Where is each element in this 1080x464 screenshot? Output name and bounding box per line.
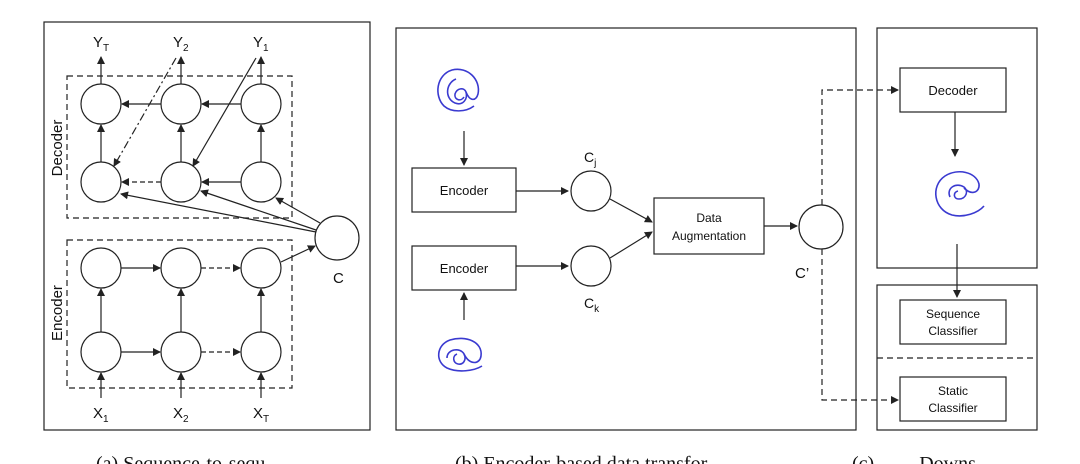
cj-label: Cj: [584, 149, 596, 169]
context-label: C: [333, 270, 344, 287]
cj-node: [570, 170, 612, 212]
encoder-top-node-3: [240, 247, 282, 289]
edge: [280, 245, 316, 263]
edge: [200, 189, 317, 231]
encoder-bottom-label: Encoder: [440, 261, 489, 276]
encoder-bottom-node-3: [240, 331, 282, 373]
panel-c-top-frame: [876, 27, 1038, 269]
output-label-yt: YT: [93, 34, 109, 54]
decoder-top-node-2: [160, 83, 202, 125]
encoder-bottom-node-2: [160, 331, 202, 373]
panel-b-frame: [395, 27, 857, 431]
decoder-dashed-box: [66, 75, 293, 219]
caption-c: (c) Downs: [852, 453, 976, 464]
encoder-top-label: Encoder: [440, 183, 489, 198]
edge: [275, 197, 321, 224]
decoder-top-node-3: [240, 83, 282, 125]
augmentation-label-line2: Augmentation: [672, 229, 746, 243]
encoder-bottom-box: [411, 245, 517, 291]
sequence-classifier-line2: Classifier: [928, 324, 977, 338]
caption-a: (a) Sequence-to-sequ: [96, 453, 265, 464]
encoder-top-node-2: [160, 247, 202, 289]
input-label-x2: X2: [173, 405, 189, 425]
sequence-classifier-line1: Sequence: [926, 307, 980, 321]
panel-a-frame: [43, 21, 371, 431]
output-label-y2: Y2: [173, 34, 189, 54]
edge: [120, 191, 317, 233]
c-prime-node: [798, 204, 844, 250]
encoder-side-label: Encoder: [49, 285, 66, 341]
encoder-top-node-1: [80, 247, 122, 289]
decoder-bottom-node-1: [80, 161, 122, 203]
sequence-classifier-box: [899, 299, 1007, 345]
encoder-dashed-box: [66, 239, 293, 389]
ck-label: Ck: [584, 295, 600, 315]
decoder-side-label: Decoder: [49, 120, 66, 177]
dashed-link-to-decoder: [821, 86, 899, 205]
decoder-top-node-1: [80, 83, 122, 125]
static-classifier-line2: Classifier: [928, 401, 977, 415]
data-augmentation-box: [653, 197, 765, 255]
encoder-bottom-node-1: [80, 331, 122, 373]
caption-b: (b) Encoder-based data transfor: [455, 453, 708, 464]
input-label-xt: XT: [253, 405, 269, 425]
input-label-x1: X1: [93, 405, 109, 425]
handwritten-at-top-icon: [437, 68, 480, 112]
edge: [609, 198, 653, 223]
decoder-bottom-node-2: [160, 161, 202, 203]
feedback-edge: [113, 57, 177, 167]
dashed-link-to-static-classifier: [821, 249, 899, 404]
c-prime-label: C’: [795, 265, 809, 282]
ck-node: [570, 245, 612, 287]
edge: [609, 231, 653, 259]
augmentation-label-line1: Data: [696, 211, 722, 225]
static-classifier-box: [899, 376, 1007, 422]
context-node-c: [314, 215, 360, 261]
handwritten-at-bottom-icon: [437, 337, 483, 372]
decoder-bottom-node-3: [240, 161, 282, 203]
feedback-edge: [192, 57, 257, 167]
encoder-top-box: [411, 167, 517, 213]
static-classifier-line1: Static: [938, 384, 968, 398]
handwritten-at-output-icon: [935, 171, 985, 217]
output-label-y1: Y1: [253, 34, 269, 54]
decoder-box: [899, 67, 1007, 113]
decoder-box-label: Decoder: [928, 83, 978, 98]
